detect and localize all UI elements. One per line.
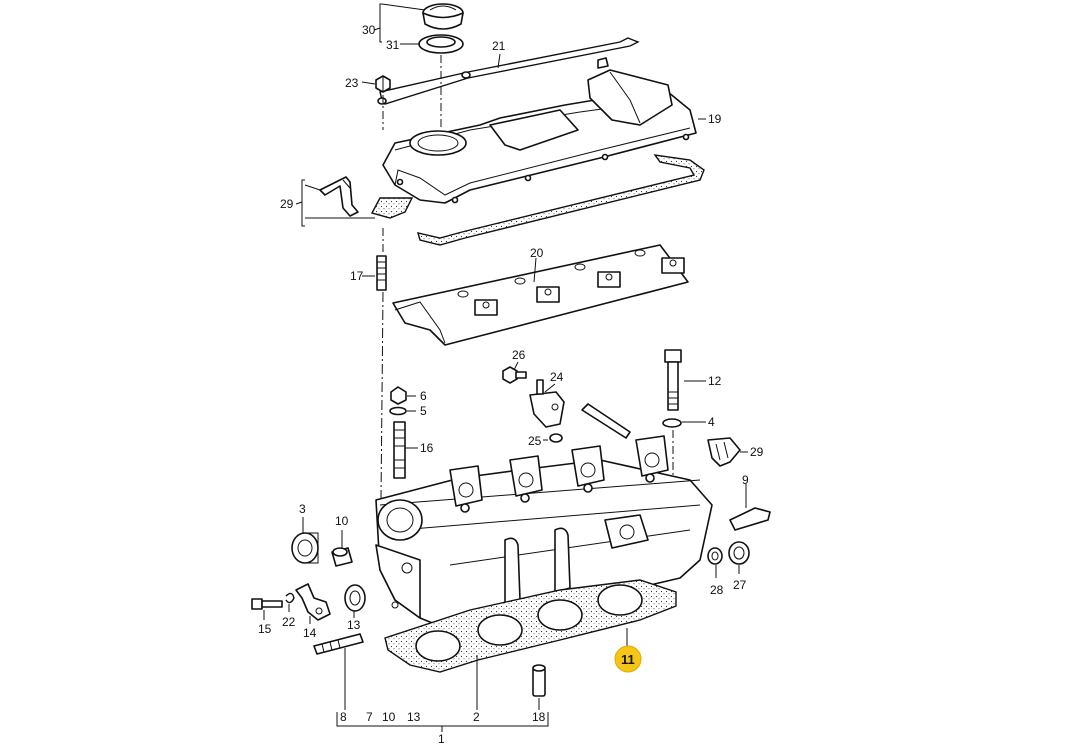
coolant-flange[interactable]	[529, 379, 565, 428]
sleeve[interactable]	[532, 664, 546, 697]
label-4[interactable]: 4	[708, 415, 715, 429]
label-12[interactable]: 12	[708, 374, 722, 388]
washer-4[interactable]	[662, 418, 682, 428]
label-9[interactable]: 9	[742, 473, 749, 487]
clip[interactable]	[285, 592, 295, 604]
stud[interactable]	[376, 255, 387, 291]
highlighted-callout-11[interactable]: 11	[614, 645, 642, 673]
rubber-plug[interactable]	[707, 437, 741, 467]
label-14[interactable]: 14	[303, 626, 317, 640]
label-18[interactable]: 18	[532, 710, 546, 724]
label-24[interactable]: 24	[550, 370, 564, 384]
label-29-right[interactable]: 29	[750, 445, 764, 459]
label-31[interactable]: 31	[386, 38, 400, 52]
plug-27[interactable]	[728, 541, 750, 565]
cover-gasket-strip[interactable]	[377, 37, 640, 105]
valve-cover[interactable]	[382, 57, 697, 204]
label-15[interactable]: 15	[258, 622, 272, 636]
cylinder-head-gasket[interactable]	[384, 579, 677, 673]
label-20[interactable]: 20	[530, 246, 544, 260]
gasket-corner-piece[interactable]	[370, 197, 414, 219]
stud-inclined[interactable]	[581, 403, 631, 439]
oil-filler-cap[interactable]	[422, 3, 464, 30]
highlight-marker[interactable]	[614, 645, 642, 673]
label-28[interactable]: 28	[710, 583, 724, 597]
label-25[interactable]: 25	[528, 434, 542, 448]
label-7[interactable]: 7	[366, 710, 373, 724]
o-ring[interactable]	[549, 433, 563, 443]
label-27[interactable]: 27	[733, 578, 747, 592]
leader-lines	[263, 3, 748, 732]
label-17[interactable]: 17	[350, 269, 364, 283]
label-13-left[interactable]: 13	[347, 618, 361, 632]
label-8[interactable]: 8	[340, 710, 347, 724]
label-29-top[interactable]: 29	[280, 197, 294, 211]
sealing-washer[interactable]	[707, 547, 723, 565]
label-6[interactable]: 6	[420, 389, 427, 403]
label-23[interactable]: 23	[345, 76, 359, 90]
banjo-bolt[interactable]	[502, 366, 527, 384]
label-3[interactable]: 3	[299, 502, 306, 516]
label-26[interactable]: 26	[512, 348, 526, 362]
nut[interactable]	[375, 75, 391, 93]
bolt-15[interactable]	[251, 598, 283, 610]
label-13-bottom[interactable]: 13	[407, 710, 421, 724]
label-16[interactable]: 16	[420, 441, 434, 455]
camshaft-seal[interactable]	[291, 532, 319, 564]
callout-labels: 30 31 21 23 19 29 17 20 26 24 12 6 5 4 2…	[258, 23, 764, 746]
label-11[interactable]: 11	[621, 652, 635, 667]
label-10-bottom[interactable]: 10	[382, 710, 396, 724]
oil-deflector-plate[interactable]	[392, 244, 689, 346]
label-30[interactable]: 30	[362, 23, 376, 37]
temperature-sender[interactable]	[729, 507, 771, 531]
nut-6[interactable]	[390, 386, 407, 405]
sealing-cap[interactable]	[344, 584, 366, 612]
label-5[interactable]: 5	[420, 404, 427, 418]
cylinder-head-bolt[interactable]	[664, 349, 682, 411]
long-stud[interactable]	[313, 633, 364, 655]
label-2[interactable]: 2	[473, 710, 480, 724]
stud-16[interactable]	[393, 421, 406, 479]
washer-5[interactable]	[389, 406, 407, 416]
valve-cover-gasket[interactable]	[417, 154, 705, 246]
bushing[interactable]	[331, 547, 353, 567]
breather-hose[interactable]	[319, 176, 359, 217]
label-19[interactable]: 19	[708, 112, 722, 126]
bracket[interactable]	[295, 583, 331, 621]
label-22[interactable]: 22	[282, 615, 296, 629]
label-10-left[interactable]: 10	[335, 514, 349, 528]
label-21[interactable]: 21	[492, 39, 506, 53]
label-1[interactable]: 1	[438, 732, 445, 746]
cap-seal-ring[interactable]	[418, 34, 464, 54]
